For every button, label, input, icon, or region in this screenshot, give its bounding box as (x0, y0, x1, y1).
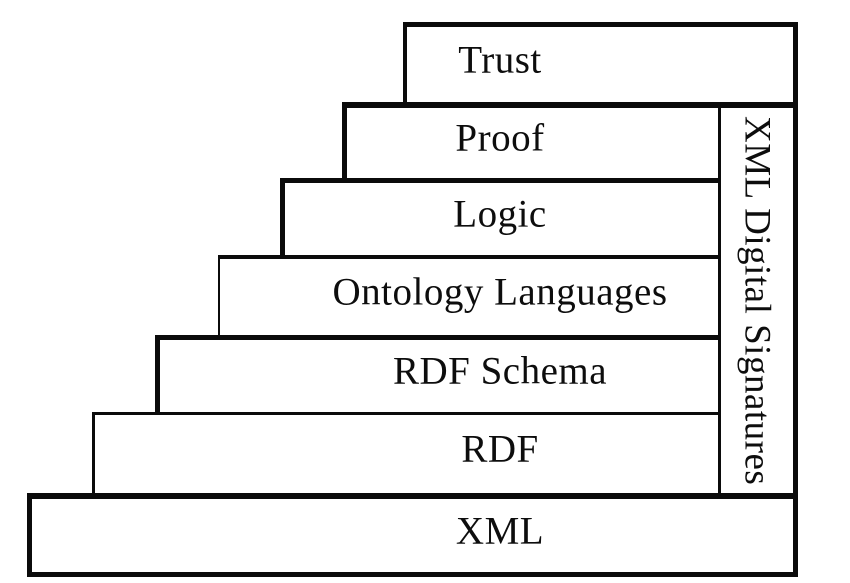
layer-trust: Trust (403, 22, 798, 108)
layer-rdf-schema: RDF Schema (155, 335, 718, 412)
layer-logic: Logic (280, 178, 718, 255)
layer-rdf: RDF (92, 412, 718, 493)
layer-ontology-languages-label: Ontology Languages (332, 270, 668, 314)
xml-digital-signatures-label: XML Digital Signatures (736, 115, 778, 486)
layer-trust-label: Trust (458, 38, 542, 81)
xml-digital-signatures-bar: XML Digital Signatures (718, 108, 798, 493)
layer-xml: XML (27, 493, 798, 577)
layer-xml-label: XML (455, 509, 545, 552)
layer-proof-label: Proof (455, 116, 545, 160)
layer-rdf-schema-label: RDF Schema (392, 349, 608, 393)
layer-logic-label: Logic (453, 192, 547, 236)
layer-ontology-languages: Ontology Languages (218, 255, 718, 335)
layer-rdf-label: RDF (461, 427, 539, 471)
layer-proof: Proof (342, 102, 718, 178)
